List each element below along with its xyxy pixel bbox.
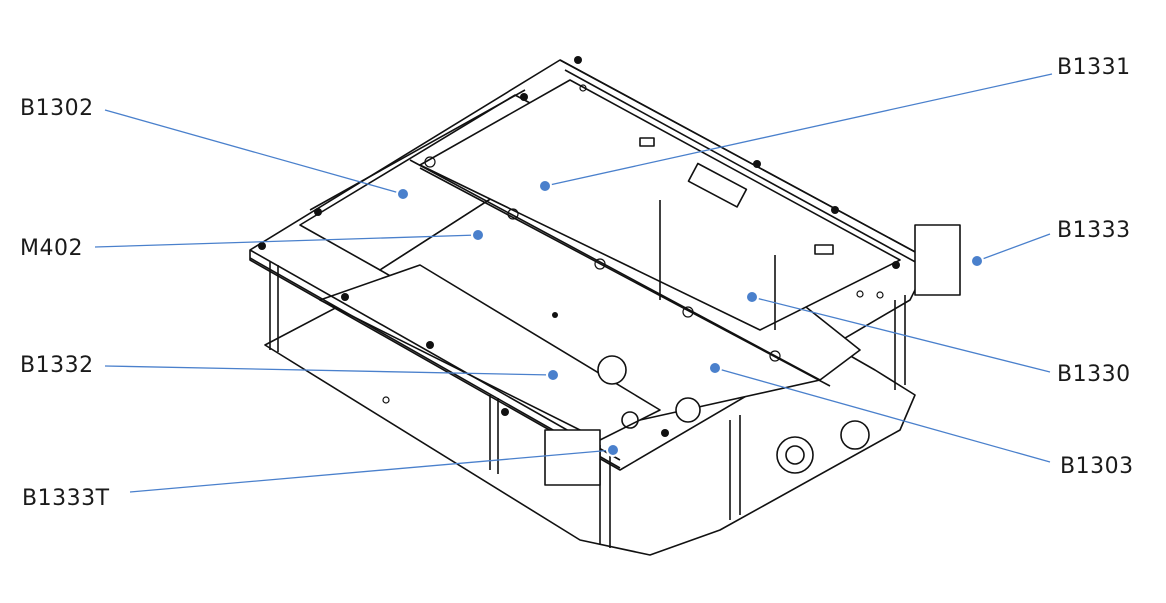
marker-b1333t [606,443,620,457]
callout-label-b1303: B1303 [1060,454,1134,479]
callout-label-b1302: B1302 [20,96,94,121]
callout-label-b1331: B1331 [1057,55,1131,80]
marker-b1332 [546,368,560,382]
marker-b1333 [970,254,984,268]
callout-label-m402: M402 [20,236,83,261]
leader-m402 [94,234,479,248]
marker-b1330 [745,290,759,304]
leader-b1333t [129,449,614,493]
leader-b1333 [976,233,1051,262]
marker-m402 [471,228,485,242]
marker-b1302 [396,187,410,201]
marker-b1331 [538,179,552,193]
callout-label-b1330: B1330 [1057,362,1131,387]
plate-b1332 [319,264,661,441]
leader-b1302 [104,109,404,195]
leader-b1332 [104,365,554,376]
callout-label-b1333: B1333 [1057,218,1131,243]
leader-b1330 [751,296,1051,373]
callout-label-b1332: B1332 [20,353,94,378]
leader-b1331 [544,73,1053,187]
callout-label-b1333t: B1333T [22,486,110,511]
marker-b1303 [708,361,722,375]
leader-b1303 [714,367,1051,463]
